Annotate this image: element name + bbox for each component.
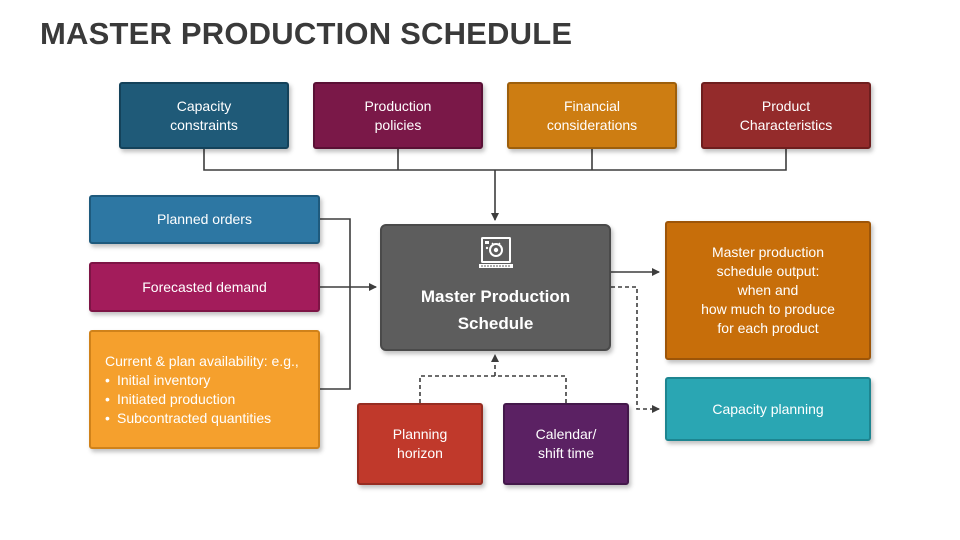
arrow-to-capacity-planning bbox=[611, 286, 660, 413]
capacity-constraints-label: Capacity constraints bbox=[170, 97, 238, 133]
calendar-shift-time-box: Calendar/ shift time bbox=[503, 403, 629, 485]
production-policies-box: Production policies bbox=[313, 82, 483, 149]
master-production-schedule-box: Master Production Schedule bbox=[380, 224, 611, 351]
capacity-planning-label: Capacity planning bbox=[712, 400, 824, 417]
availability-list: Initial inventory Initiated production S… bbox=[105, 371, 310, 428]
calendar-shift-time-label: Calendar/ shift time bbox=[535, 426, 597, 461]
schedule-output-label: Master production schedule output: when … bbox=[701, 244, 835, 336]
schedule-output-box: Master production schedule output: when … bbox=[665, 221, 871, 360]
connector-bottom-inputs bbox=[419, 375, 567, 403]
planning-horizon-box: Planning horizon bbox=[357, 403, 483, 485]
planned-orders-label: Planned orders bbox=[157, 211, 252, 227]
master-production-schedule-label: Master Production Schedule bbox=[420, 287, 571, 333]
availability-item: Subcontracted quantities bbox=[105, 409, 310, 428]
production-policies-label: Production policies bbox=[364, 97, 432, 133]
page-title: MASTER PRODUCTION SCHEDULE bbox=[40, 16, 573, 51]
forecasted-demand-box: Forecasted demand bbox=[89, 262, 320, 312]
availability-item: Initial inventory bbox=[105, 371, 310, 390]
connector-left-inputs bbox=[320, 218, 351, 390]
availability-box: Current & plan availability: e.g., Initi… bbox=[89, 330, 320, 449]
availability-heading: Current & plan availability: e.g., bbox=[105, 353, 299, 369]
product-characteristics-box: Product Characteristics bbox=[701, 82, 871, 149]
financial-considerations-label: Financial considerations bbox=[546, 97, 638, 133]
connector-top-inputs bbox=[203, 149, 787, 171]
forecasted-demand-label: Forecasted demand bbox=[142, 278, 267, 295]
planning-horizon-label: Planning horizon bbox=[392, 426, 448, 461]
production-machine-icon bbox=[478, 237, 513, 268]
product-characteristics-label: Product Characteristics bbox=[739, 97, 833, 133]
capacity-constraints-box: Capacity constraints bbox=[119, 82, 289, 149]
availability-item: Initiated production bbox=[105, 390, 310, 409]
financial-considerations-box: Financial considerations bbox=[507, 82, 677, 149]
capacity-planning-box: Capacity planning bbox=[665, 377, 871, 441]
planned-orders-box: Planned orders bbox=[89, 195, 320, 244]
